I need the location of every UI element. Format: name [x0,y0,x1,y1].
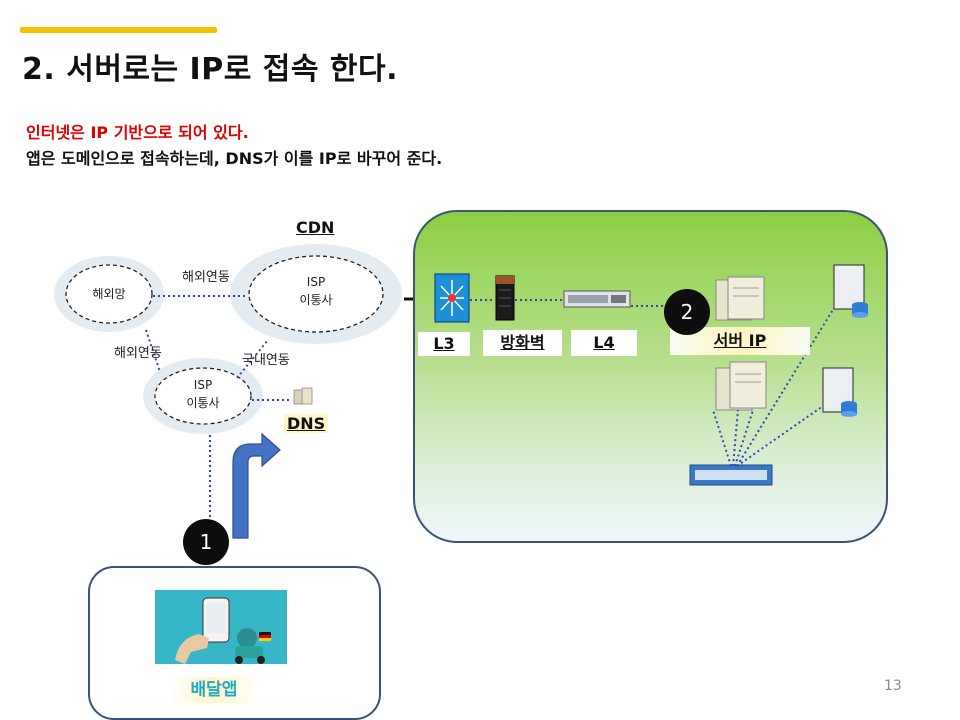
isp-bottom-ellipse [154,367,252,425]
cdn-label: CDN [296,218,335,237]
page-number: 13 [884,678,902,694]
l4-label: L4 [571,330,637,356]
server-icon [715,276,765,321]
link-domestic-label: 국내연동 [242,353,290,368]
statement-internet-ip: 인터넷은 IP 기반으로 되어 있다. [26,123,249,142]
switch-icon [434,273,470,323]
link-overseas-label-left: 해외연동 [114,346,162,361]
delivery-app-label: 배달앱 [169,677,259,703]
isp-top-ellipse [248,255,384,333]
arrow-icon [232,432,281,539]
link-overseas-isp-bottom [145,329,161,373]
link-domestic [236,339,269,379]
link-overseas-label-top: 해외연동 [182,270,230,285]
network-diagram [54,244,420,539]
title-accent-bar [20,27,217,33]
db-server-icon [833,264,868,318]
isp-top-label: ISP 이통사 [299,275,333,307]
storage-switch-icon [689,464,773,486]
l3-label: L3 [418,332,470,356]
firewall-label: 방화벽 [483,330,562,356]
dns-server-icon [293,387,313,405]
firewall-icon [495,275,515,321]
dns-label: DNS [284,414,329,433]
load-balancer-icon [563,290,631,308]
db-server-icon [822,367,857,417]
datacenter-panel [413,210,888,543]
delivery-app-image [155,590,287,664]
overseas-net-ellipse [65,264,153,324]
datacenter-diagram [434,264,868,486]
slide-title: 2. 서버로는 IP로 접속 한다. [22,52,398,87]
overseas-net-label: 해외망 [92,287,126,301]
server-icon [715,361,767,411]
statement-dns: 앱은 도메인으로 접속하는데, DNS가 이를 IP로 바꾸어 준다. [26,149,443,168]
step-2-badge: 2 [664,289,710,335]
isp-bottom-label: ISP 이통사 [186,378,220,410]
step-1-badge: 1 [183,519,229,565]
